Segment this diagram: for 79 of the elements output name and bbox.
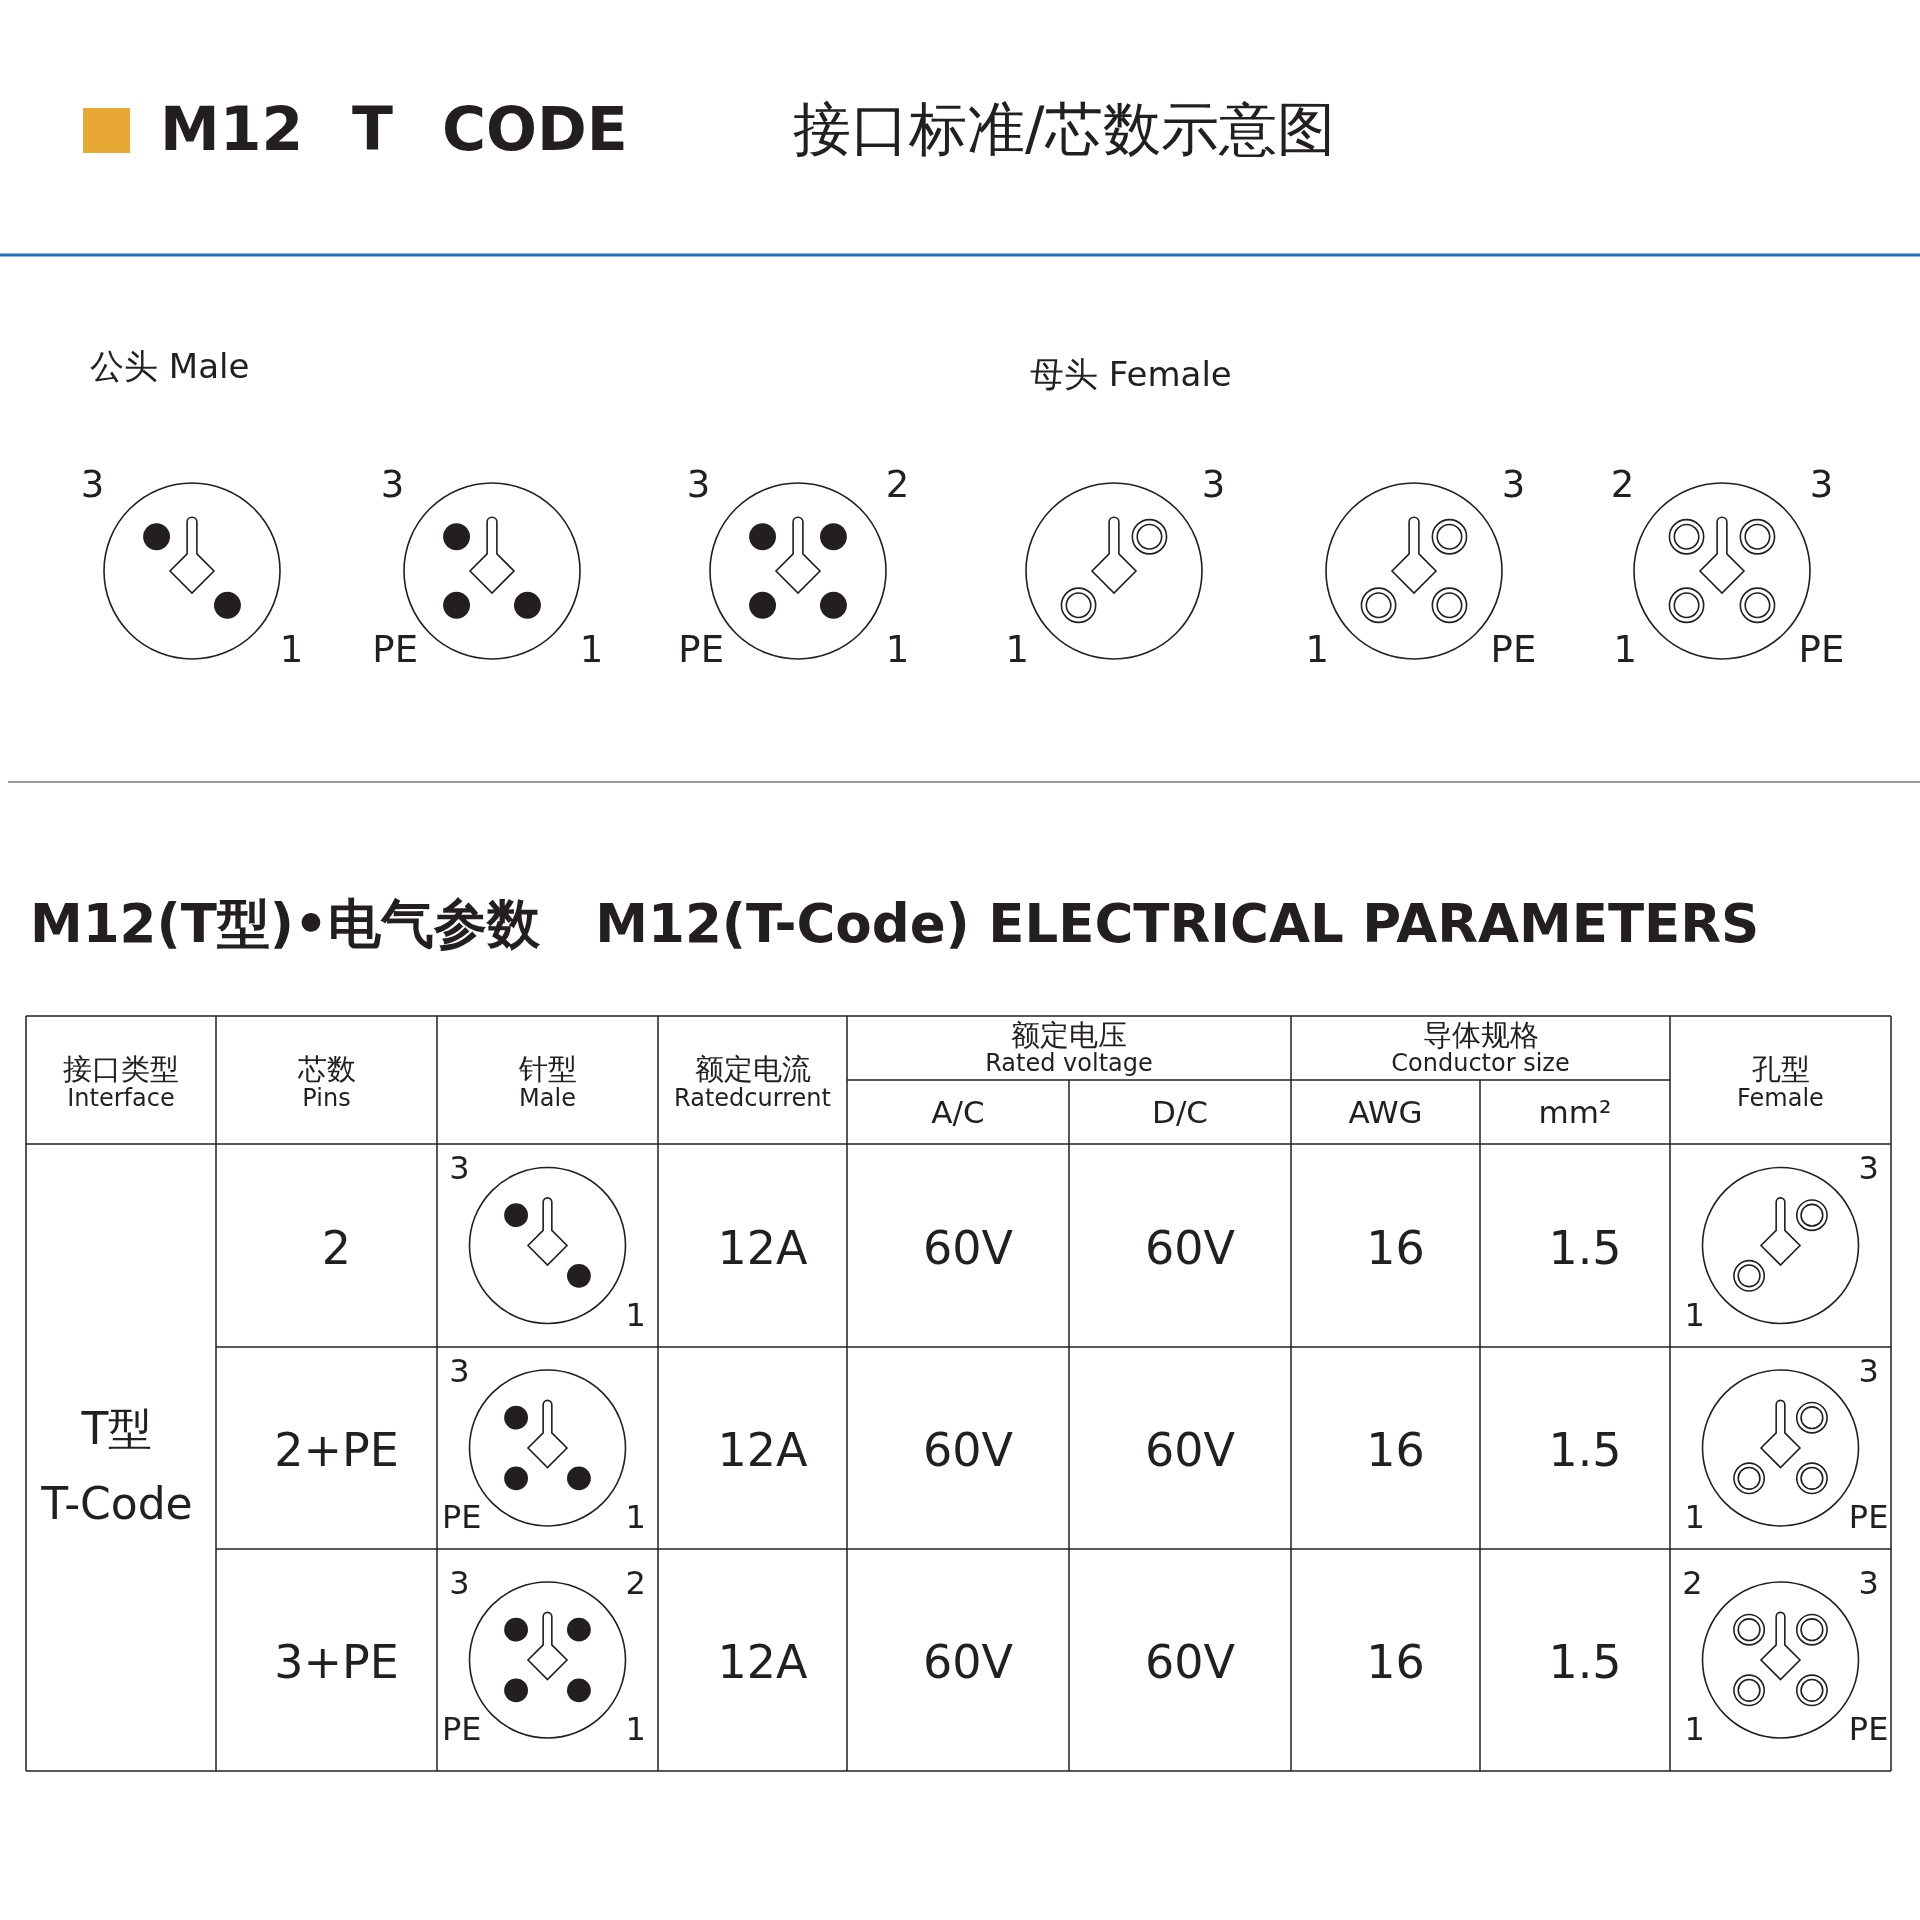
header-text: 孔型 — [1751, 1054, 1810, 1086]
header-text: AWG — [1348, 1094, 1423, 1130]
pin-number: 2 — [885, 464, 910, 506]
header-text: 芯数 — [297, 1054, 356, 1086]
cell-text: 2 — [321, 1222, 352, 1273]
header-text: 导体规格 — [1422, 1020, 1539, 1052]
pin-number: 1 — [625, 1500, 646, 1536]
pin-number: 1 — [625, 1298, 646, 1334]
cell-text: 16 — [1366, 1222, 1425, 1273]
cell-text: 60V — [1145, 1424, 1235, 1476]
table-title: M12(T型)•电气参数 M12(T-Code) ELECTRICAL PARAMETERS — [30, 895, 1760, 954]
pin-number: 3 — [1809, 464, 1834, 506]
pin-number: PE — [441, 1712, 482, 1748]
header-text: Ratedcurrent — [674, 1084, 831, 1112]
section-heading: 母头 Female — [1030, 356, 1232, 394]
pin-number: 2 — [1610, 464, 1635, 506]
cell-text: 60V — [923, 1222, 1013, 1273]
row-label: T型 — [81, 1404, 153, 1454]
cell-text: 12A — [717, 1222, 808, 1273]
pin-number: 3 — [1858, 1565, 1879, 1602]
cell-text: 1.5 — [1548, 1222, 1622, 1273]
header-text: D/C — [1152, 1094, 1208, 1130]
pin-number: 1 — [1684, 1298, 1705, 1334]
header-text: Conductor size — [1391, 1049, 1570, 1077]
pin-number: 1 — [279, 629, 304, 671]
pin-number: 3 — [1858, 1353, 1879, 1390]
pin-number: 1 — [579, 629, 604, 671]
header-text: 针型 — [518, 1054, 577, 1086]
pin-number: 3 — [80, 464, 105, 506]
cell-text: 1.5 — [1548, 1424, 1622, 1476]
header-text: Female — [1737, 1084, 1824, 1112]
cell-text: 60V — [923, 1636, 1013, 1688]
pin-number: 2 — [1682, 1565, 1703, 1602]
pin-number: PE — [1490, 629, 1537, 671]
cell-text: 60V — [1145, 1636, 1235, 1688]
header-text: Pins — [302, 1084, 351, 1112]
pin-number: 1 — [1613, 629, 1637, 671]
pin-number: 3 — [1201, 464, 1226, 506]
pin-number: 3 — [686, 464, 711, 506]
pin-number: 1 — [1684, 1500, 1705, 1536]
pin-number: 1 — [1305, 629, 1329, 671]
pin-number: 3 — [1858, 1151, 1879, 1187]
pin-number: 1 — [885, 629, 910, 671]
cell-text: 12A — [717, 1636, 808, 1688]
cell-text: 60V — [1145, 1222, 1235, 1273]
cell-text: 16 — [1366, 1424, 1425, 1476]
header-text: A/C — [931, 1094, 985, 1130]
pin-number: 3 — [1501, 464, 1526, 506]
cell-text: 2+PE — [274, 1424, 399, 1476]
header-text: 接口类型 — [63, 1054, 179, 1086]
pin-number: 1 — [1684, 1712, 1705, 1748]
pin-number: PE — [1848, 1712, 1889, 1748]
section-heading: 公头 Male — [90, 348, 250, 386]
cell-text: 60V — [923, 1424, 1013, 1476]
header-text: Rated voltage — [985, 1049, 1153, 1077]
header-text: 额定电压 — [1011, 1020, 1127, 1052]
page-subtitle: 接口标准/芯数示意图 — [793, 98, 1335, 162]
pin-number: 3 — [380, 464, 405, 506]
pin-number: 3 — [449, 1565, 470, 1602]
pin-number: PE — [441, 1500, 482, 1536]
pin-number: PE — [678, 629, 725, 671]
pin-number: PE — [1798, 629, 1845, 671]
row-label: T-Code — [41, 1479, 193, 1529]
pin-number: 1 — [625, 1712, 646, 1748]
header-text: Male — [519, 1084, 576, 1112]
cell-text: 1.5 — [1548, 1636, 1622, 1688]
pin-number: PE — [1848, 1500, 1889, 1536]
header-text: mm² — [1538, 1094, 1612, 1130]
cell-text: 12A — [717, 1424, 808, 1476]
pin-number: 1 — [1005, 629, 1029, 671]
cell-text: 3+PE — [274, 1636, 399, 1688]
pin-number: 3 — [449, 1151, 470, 1187]
header-text: 额定电流 — [694, 1054, 811, 1086]
pin-number: PE — [372, 629, 419, 671]
page-title: M12 T CODE — [160, 96, 628, 162]
cell-text: 16 — [1366, 1636, 1425, 1688]
header-text: Interface — [67, 1084, 175, 1112]
pin-number: 3 — [449, 1353, 470, 1390]
pin-number: 2 — [625, 1565, 646, 1602]
